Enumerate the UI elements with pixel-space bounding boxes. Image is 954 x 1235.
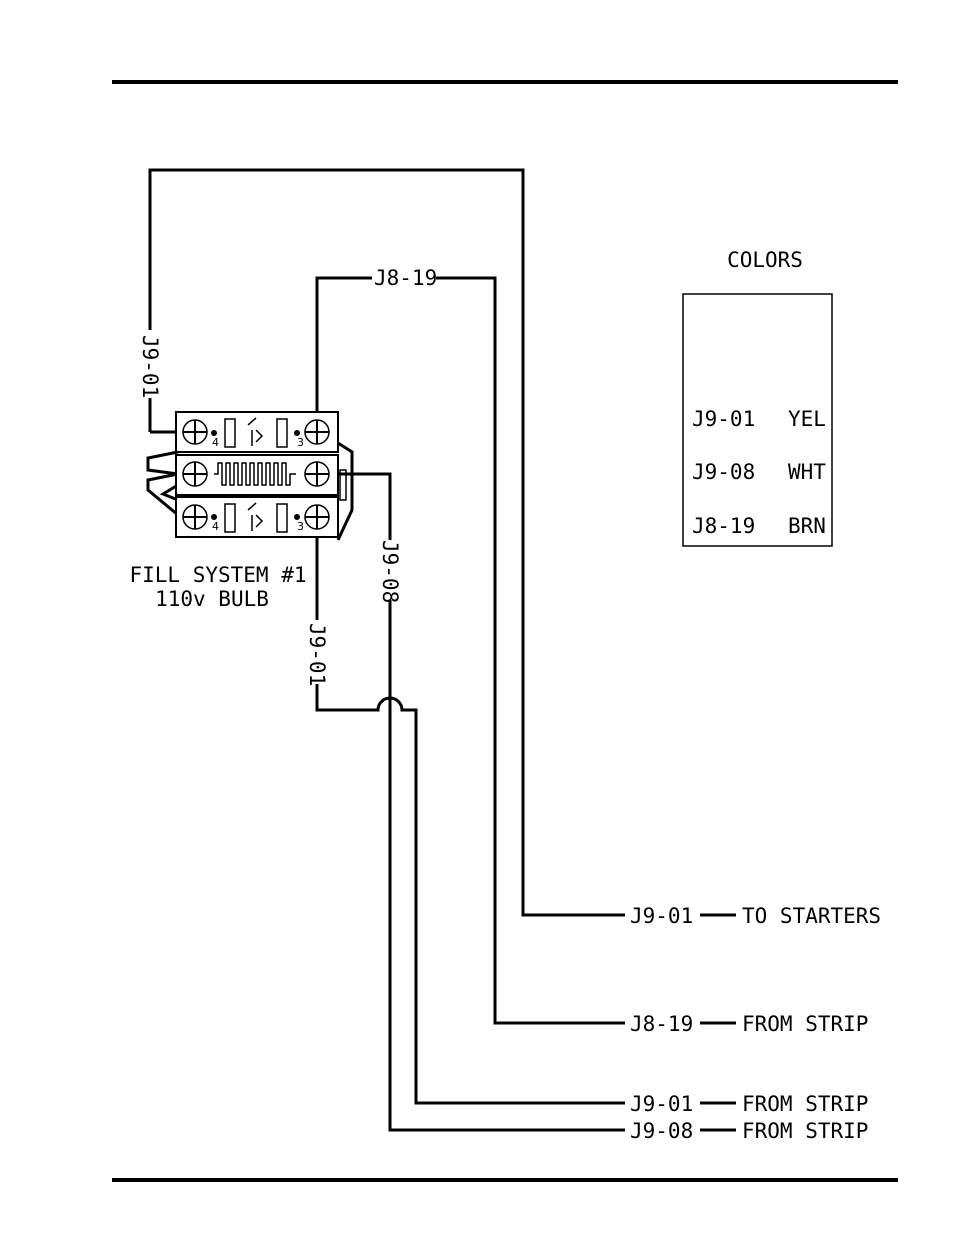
connection-dest: FROM STRIP (742, 1012, 868, 1036)
screw-icon (305, 462, 329, 486)
connection-wire: J9-01 (630, 904, 693, 928)
legend-color: YEL (788, 407, 826, 431)
wire-label-j9-01-lower: J9-01 (305, 623, 329, 686)
legend-wire: J9-08 (692, 460, 755, 484)
screw-icon (183, 462, 207, 486)
legend-color: WHT (788, 460, 826, 484)
connection-dest: FROM STRIP (742, 1092, 868, 1116)
connection-row: J9-01 TO STARTERS (630, 904, 881, 928)
connection-wire: J8-19 (630, 1012, 693, 1036)
connection-row: J8-19 FROM STRIP (630, 1012, 868, 1036)
screw-icon (305, 420, 329, 444)
screw-icon (183, 420, 207, 444)
connection-wire: J9-08 (630, 1119, 693, 1143)
screw-icon (305, 505, 329, 529)
wire-label-j9-01-top: J9-01 (138, 335, 162, 398)
legend-title: COLORS (727, 248, 803, 272)
jumper-loops (148, 452, 178, 474)
connection-dest: TO STARTERS (742, 904, 881, 928)
color-legend: COLORS J9-01 YEL J9-08 WHT J8-19 BRN (683, 248, 832, 546)
legend-wire: J9-01 (692, 407, 755, 431)
component-name: FILL SYSTEM #1 (129, 563, 306, 587)
component-sublabel: 110v BULB (155, 587, 269, 611)
bulb-socket-assembly: 4 3 4 3 (176, 412, 352, 540)
terminal-number-bottom-right: 3 (297, 520, 304, 533)
screw-icon (183, 505, 207, 529)
connection-dest: FROM STRIP (742, 1119, 868, 1143)
terminal-number-top-left: 4 (212, 436, 219, 449)
connection-row: J9-08 FROM STRIP (630, 1119, 868, 1143)
wire-label-j8-19-top: J8-19 (374, 266, 437, 290)
legend-wire: J8-19 (692, 514, 755, 538)
connection-row: J9-01 FROM STRIP (630, 1092, 868, 1116)
wire-label-j9-08: J9-08 (378, 540, 402, 603)
terminal-number-top-right: 3 (297, 436, 304, 449)
legend-color: BRN (788, 514, 826, 538)
connection-wire: J9-01 (630, 1092, 693, 1116)
wire-j8-19 (317, 278, 372, 420)
terminal-number-bottom-left: 4 (212, 520, 219, 533)
